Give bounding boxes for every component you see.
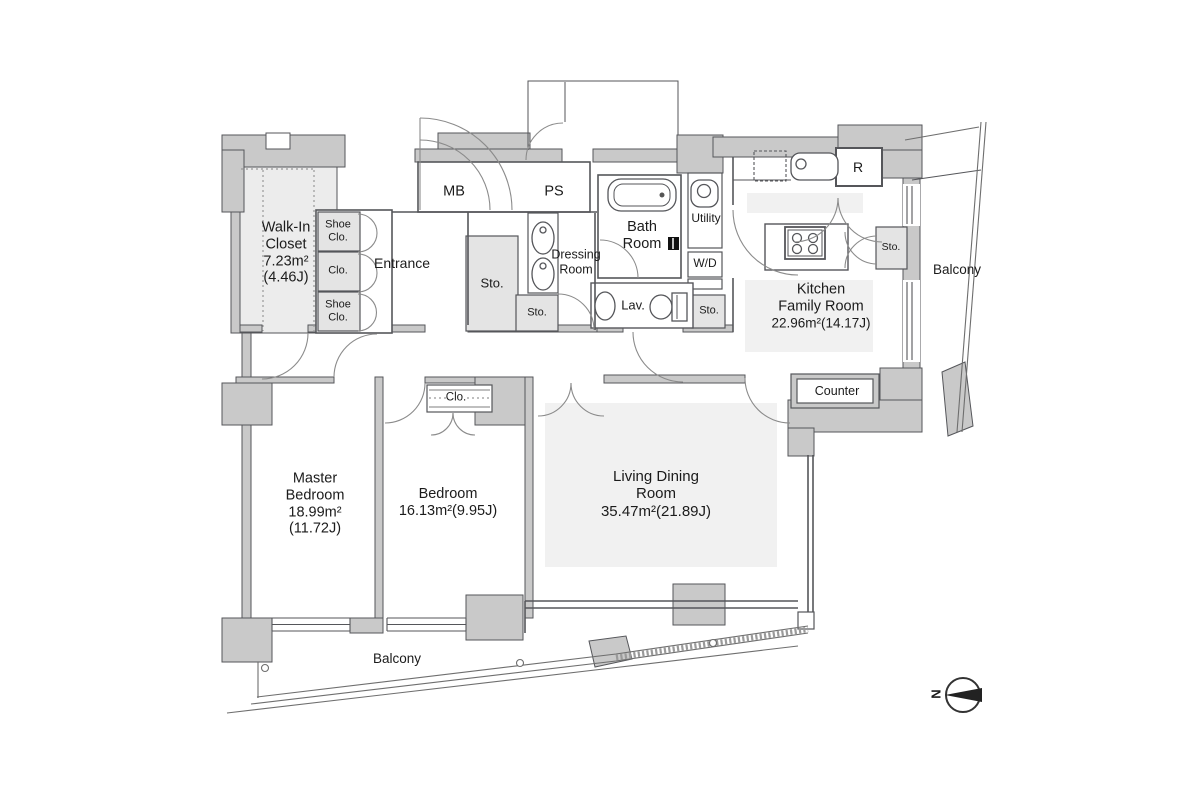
compass-north-label: N [928, 689, 944, 699]
walk-in-closet-line2: Closet [265, 236, 307, 253]
shoe-closet-bottom-line2: Clo. [328, 311, 348, 323]
living-dining-line1: Living Dining [613, 467, 699, 485]
kitchen-line1: Kitchen [796, 281, 846, 298]
closet-dotted-lines [241, 168, 490, 408]
utility-label: Utility [691, 211, 721, 226]
master-bedroom-label: Master Bedroom 18.99m² (11.72J) [286, 470, 345, 537]
storage-lavatory-label: Sto. [699, 304, 719, 317]
balcony-right-label: Balcony [932, 262, 982, 278]
counter-label: Counter [814, 383, 860, 398]
living-dining-label: Living Dining Room 35.47m²(21.89J) [601, 468, 711, 520]
room-tints [238, 166, 873, 567]
lavatory-basin-icon [594, 291, 616, 321]
kitchen-line2: Family Room [778, 298, 864, 315]
bath-door-icon [668, 237, 679, 250]
refrigerator-label: R [852, 158, 864, 175]
master-bedroom-tatami: (11.72J) [288, 520, 342, 537]
bathtub-icon [607, 178, 677, 212]
walk-in-closet-tatami: (4.46J) [263, 269, 309, 286]
bath-room-line2: Room [622, 236, 662, 252]
fixtures [531, 150, 849, 322]
kitchen-sink-icon [733, 150, 839, 182]
walk-in-closet-area: 7.23m² [263, 253, 309, 269]
washer-dryer-label: W/D [693, 256, 717, 271]
balcony-bottom-label: Balcony [372, 651, 422, 667]
dressing-room-label: Dressing Room [551, 248, 600, 277]
closet-hall-label: Clo. [328, 264, 348, 277]
entrance-label: Entrance [373, 254, 431, 271]
shoe-closet-top-label: Shoe Clo. [325, 218, 351, 244]
bedroom-label: Bedroom 16.13m²(9.95J) [399, 486, 497, 520]
storage-hall-label: Sto. [480, 275, 504, 291]
stove-icon [784, 226, 826, 260]
walk-in-closet-label: Walk-In Closet 7.23m² (4.46J) [262, 219, 311, 286]
walk-in-closet-line1: Walk-In [261, 219, 311, 236]
bath-room-line1: Bath [627, 219, 657, 236]
washer-icon [531, 221, 555, 291]
shoe-closet-top-line2: Clo. [328, 231, 348, 243]
balcony-lines [226, 121, 987, 714]
kitchen-island [764, 223, 849, 271]
shoe-closet-top-line1: Shoe [325, 218, 351, 231]
shoe-closet-bottom-line1: Shoe [325, 298, 351, 311]
shoe-closet-bottom-label: Shoe Clo. [325, 298, 351, 324]
utility-sink-icon [690, 179, 719, 208]
compass-needle-icon [945, 688, 982, 702]
master-bedroom-line2: Bedroom [285, 487, 345, 504]
storage-hall-small-label: Sto. [527, 306, 547, 319]
master-bedroom-line1: Master [292, 470, 338, 487]
walls [221, 124, 974, 668]
dressing-room-line1: Dressing [551, 247, 601, 262]
master-bedroom-area: 18.99m² [288, 504, 342, 520]
meter-box-label: MB [443, 183, 465, 200]
kitchen-family-room-label: Kitchen Family Room 22.96m²(14.17J) [771, 281, 870, 330]
dressing-room-line2: Room [559, 262, 593, 276]
closet-bedroom-label: Clo. [445, 391, 467, 404]
partition-lines [271, 80, 982, 633]
living-dining-area: 35.47m²(21.89J) [600, 502, 712, 520]
toilet-icon [649, 292, 688, 322]
storage-kitchen-label: Sto. [881, 240, 901, 253]
bedroom-area: 16.13m²(9.95J) [398, 503, 498, 519]
living-dining-line2: Room [635, 485, 676, 503]
kitchen-area: 22.96m²(14.17J) [771, 314, 871, 330]
bedroom-line1: Bedroom [418, 486, 478, 503]
pipe-space-label: PS [544, 183, 564, 200]
door-arcs [261, 117, 883, 436]
cells [315, 147, 908, 630]
lavatory-label: Lav. [621, 297, 645, 313]
compass [945, 677, 982, 713]
bath-room-label: Bath Room [623, 219, 662, 253]
